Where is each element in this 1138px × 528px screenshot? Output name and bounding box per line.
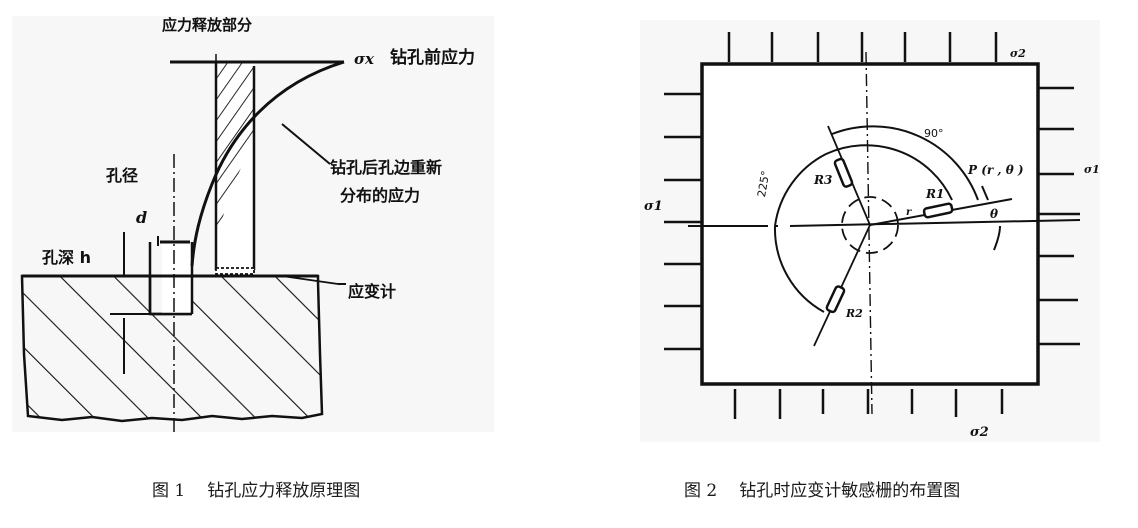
figure2-caption-text: 钻孔时应变计敏感栅的布置图 [739,481,961,501]
figure-strain-gauge-layout: σ2 σ2 σ1 σ1 90° 225° P (r , θ ) R1 R2 R3… [640,14,1110,446]
label-redistributed-stress-line2: 分布的应力 [340,186,421,205]
label-r2: R2 [846,307,863,320]
figure1-caption-number: 图 1 [152,481,186,501]
label-strain-gauge: 应变计 [348,282,397,301]
label-stress-before-drilling: 钻孔前应力 [390,48,475,68]
label-sigma2-bottom: σ2 [970,425,989,440]
label-theta: θ [990,207,999,221]
label-d: d [136,208,148,227]
figure-stress-release-principle: 应力释放部分 σx 钻孔前应力 钻孔后孔边重新 分布的应力 孔径 d 孔深 h … [12,14,522,446]
label-sigma-x: σx [354,50,375,68]
label-hole-depth: 孔深 h [42,248,91,267]
label-angle-90: 90° [924,127,944,140]
label-r3: R3 [814,173,833,187]
figure1-caption-text: 钻孔应力释放原理图 [207,481,361,501]
stress-release-drawing [12,16,494,434]
figure2-caption: 图 2 钻孔时应变计敏感栅的布置图 [684,476,960,501]
label-stress-release-part: 应力释放部分 [162,16,253,34]
label-r: r [906,207,912,218]
label-point-p: P (r , θ ) [968,163,1024,177]
label-sigma2-top: σ2 [1010,47,1026,60]
label-sigma1-left: σ1 [644,199,663,214]
strain-gauge-layout-drawing [640,20,1100,442]
label-redistributed-stress-line1: 钻孔后孔边重新 [330,158,443,177]
figure1-caption: 图 1 钻孔应力释放原理图 [152,476,360,501]
figure2-caption-number: 图 2 [684,481,718,501]
label-sigma1-right: σ1 [1084,163,1100,176]
label-r1: R1 [926,187,945,201]
label-hole-diameter: 孔径 [106,166,139,185]
